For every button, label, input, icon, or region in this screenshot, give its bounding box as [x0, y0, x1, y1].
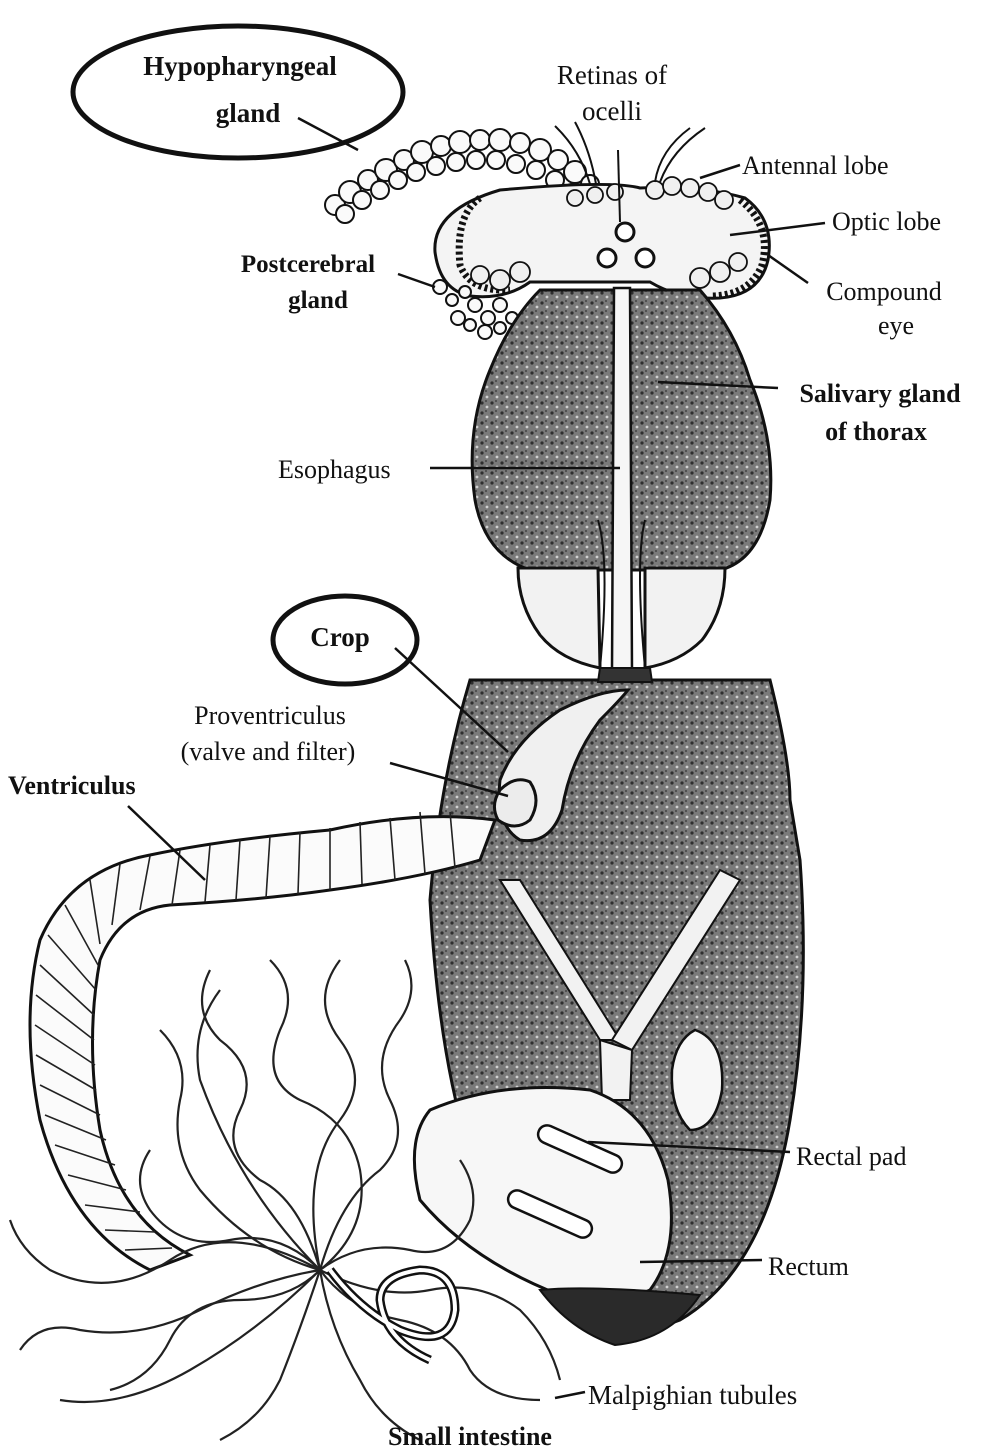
esophagus-shape: [612, 288, 632, 670]
label-postcerebral-gland-2: gland: [288, 287, 348, 314]
label-proventriculus-2: (valve and filter): [181, 737, 356, 766]
label-retinas-of-ocelli-1: Retinas of: [557, 60, 667, 90]
label-rectum: Rectum: [768, 1252, 849, 1281]
label-malpighian-tubules: Malpighian tubules: [588, 1380, 797, 1410]
hypopharyngeal-highlight: [73, 26, 403, 158]
label-hypopharyngeal-gland-1: Hypopharyngeal: [143, 51, 337, 81]
label-small-intestine: Small intestine: [388, 1422, 552, 1451]
abdomen: [414, 668, 803, 1345]
label-compound-eye-2: eye: [878, 311, 914, 340]
label-esophagus: Esophagus: [278, 455, 391, 484]
label-salivary-gland-1: Salivary gland: [799, 379, 961, 408]
label-salivary-gland-2: of thorax: [825, 417, 927, 446]
label-retinas-of-ocelli-2: ocelli: [582, 96, 642, 126]
label-antennal-lobe: Antennal lobe: [742, 151, 889, 180]
label-postcerebral-gland-1: Postcerebral: [241, 251, 375, 278]
label-rectal-pad: Rectal pad: [796, 1142, 906, 1171]
label-ventriculus: Ventriculus: [8, 771, 136, 800]
thorax: [472, 288, 771, 670]
small-intestine-shape: [330, 1270, 455, 1360]
thorax-lower-right: [645, 568, 725, 668]
rectum-shape: [414, 1088, 671, 1302]
label-hypopharyngeal-gland-2: gland: [216, 98, 281, 128]
label-optic-lobe: Optic lobe: [832, 207, 941, 236]
label-compound-eye-1: Compound: [826, 277, 942, 306]
thorax-lower-left: [518, 568, 600, 668]
label-proventriculus-1: Proventriculus: [194, 701, 346, 730]
label-crop: Crop: [310, 622, 370, 652]
